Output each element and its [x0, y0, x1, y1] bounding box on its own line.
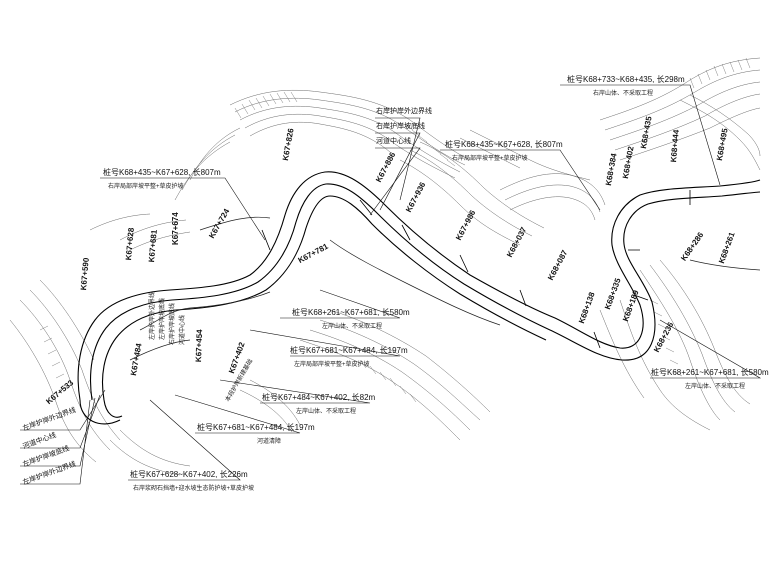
callout-sub-c3: 右岸局部岸坡平整+草皮护坡	[108, 184, 184, 190]
callout-sub-c5: 左岸局部岸坡平整+草皮护坡	[294, 362, 370, 368]
note-top-3: 河道中心线	[376, 138, 411, 145]
note-top-2: 右岸护岸坡底线	[376, 123, 425, 130]
callout-sub-c9: 左岸山体、不采取工程	[685, 384, 746, 390]
callout-title-c4: 桩号K68+261~K67+681, 长580m	[292, 308, 410, 317]
callout-title-c6: 桩号K67+484~K67+402, 长82m	[262, 393, 376, 402]
callout-title-c3: 桩号K68+435~K67+628, 长807m	[103, 168, 221, 177]
note-inner-2: 左岸护岸坡底线	[160, 297, 166, 340]
note-top-1: 右岸护岸外边界线	[376, 108, 432, 115]
note-inner-3: 右岸护岸坡底线	[170, 302, 176, 345]
station-ticks	[261, 190, 691, 349]
callout-sub-c1: 右岸山体、不采取工程	[593, 91, 654, 97]
callout-title-c2: 桩号K68+435~K67+628, 长807m	[445, 140, 563, 149]
station-s24: K67+454	[194, 329, 205, 363]
river-channel	[77, 171, 761, 425]
callout-sub-c6: 左岸山体、不采取工程	[296, 409, 357, 415]
callout-title-c9: 桩号K68+261~K67+681, 长580m	[651, 368, 769, 377]
callout-title-c1: 桩号K68+733~K68+435, 长298m	[567, 75, 685, 84]
note-inner-4: 河道中心线	[180, 314, 186, 345]
leader-lines	[20, 84, 762, 485]
roads	[129, 216, 761, 361]
callout-title-c5: 桩号K67+681~K67+484, 长197m	[290, 346, 408, 355]
station-s26: K67+674	[171, 212, 180, 245]
callout-sub-c2: 右岸局部岸坡平整+草皮护坡	[452, 156, 528, 162]
callout-title-c8: 桩号K67+628~K67+402, 长226m	[130, 470, 248, 479]
terrain-contours	[9, 57, 761, 476]
note-inner-1: 左岸护岸外边界线	[150, 291, 156, 340]
callout-title-c7: 桩号K67+681~K67+484, 长197m	[197, 423, 315, 432]
callout-sub-c4: 左岸山体、不采取工程	[322, 324, 383, 330]
callout-sub-c8: 右岸浆砌石挡墙+迎水坡生态防护坡+草皮护坡	[133, 486, 255, 492]
callout-sub-c7: 河道清障	[257, 439, 282, 445]
